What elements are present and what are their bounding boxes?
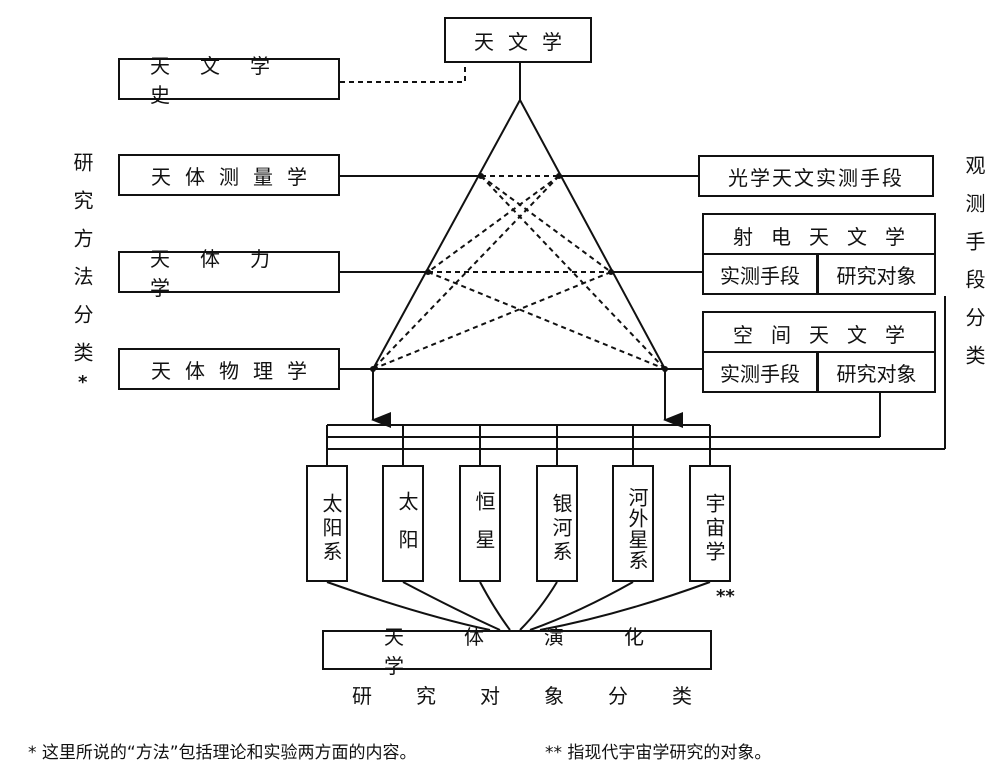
method-box-celestial-mechanics: 天体力学: [118, 247, 340, 300]
space-observation-box: 实测手段: [702, 351, 818, 393]
history-box: 天文学史: [118, 54, 340, 107]
right-axis-label: 观测手段分类: [962, 155, 986, 383]
space-research-object-box: 研究对象: [817, 351, 936, 393]
root-box-astronomy: 天文学: [444, 17, 592, 63]
space-astronomy-title: 空间天文学: [702, 311, 936, 353]
radio-research-object-box: 研究对象: [817, 253, 936, 295]
footnote-method: * 这里所说的“方法”包括理论和实验两方面的内容。: [28, 743, 417, 763]
cosmology-footnote-mark: **: [716, 586, 735, 607]
optical-methods-box: 光学天文实测手段: [698, 155, 934, 197]
left-axis-footnote-mark: *: [78, 372, 88, 393]
method-box-astrometry: 天体测量学: [118, 154, 340, 196]
radio-astronomy-title: 射电天文学: [702, 213, 936, 255]
object-box-sun: 太阳: [382, 465, 424, 582]
object-box-galaxy: 银河系: [536, 465, 578, 582]
object-box-stars: 恒星: [459, 465, 501, 582]
evolution-box: 天体演化学: [322, 625, 712, 678]
left-axis-label: 研究方法分类: [70, 152, 94, 380]
method-box-astrophysics: 天体物理学: [118, 348, 340, 390]
bottom-axis-label: 研究对象分类: [352, 684, 736, 708]
object-box-solar-system: 太阳系: [306, 465, 348, 582]
object-box-cosmology: 宇宙学: [689, 465, 731, 582]
footnote-cosmology: ** 指现代宇宙学研究的对象。: [545, 743, 772, 763]
radio-observation-box: 实测手段: [702, 253, 818, 295]
object-box-extragalactic: 河外星系: [612, 465, 654, 582]
